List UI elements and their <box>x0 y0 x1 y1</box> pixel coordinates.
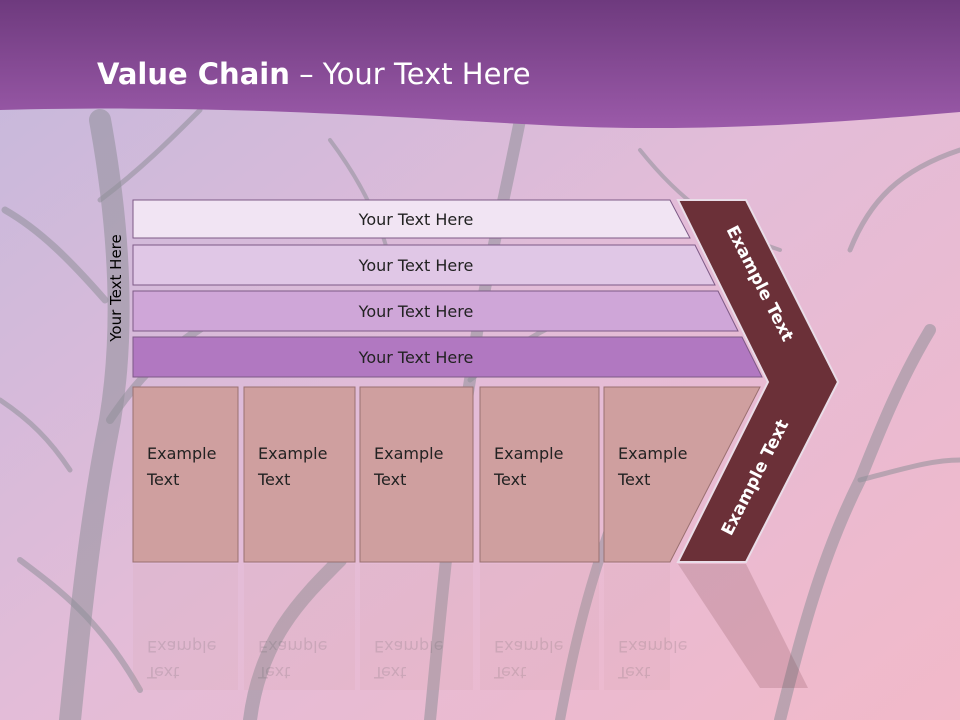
row-bar <box>132 199 691 239</box>
box-reflection <box>244 564 355 690</box>
row-bar <box>132 244 716 286</box>
box-reflection-line1: Example <box>374 637 443 656</box>
row-label: Your Text Here <box>358 348 474 367</box>
box-reflection-line2: Text <box>617 663 650 682</box>
box-reflection <box>604 564 670 690</box>
row-label: Your Text Here <box>358 256 474 275</box>
box-reflection <box>480 564 599 690</box>
box-label-line2: Text <box>257 470 290 489</box>
box-label-line1: Example <box>258 444 327 463</box>
box-label-line2: Text <box>146 470 179 489</box>
slide-title: Value Chain – Your Text Here <box>97 54 531 94</box>
row-bar <box>132 336 763 378</box>
activity-box <box>603 386 761 563</box>
box-reflection <box>133 564 238 690</box>
box-reflection-line1: Example <box>494 637 563 656</box>
row-label: Your Text Here <box>358 302 474 321</box>
box-label-line1: Example <box>147 444 216 463</box>
box-label-line1: Example <box>374 444 443 463</box>
row-label: Your Text Here <box>358 210 474 229</box>
box-reflection-line1: Example <box>147 637 216 656</box>
box-label-line2: Text <box>493 470 526 489</box>
box-reflection-line2: Text <box>493 663 526 682</box>
title-bold: Value Chain <box>97 57 290 91</box>
box-label-line1: Example <box>494 444 563 463</box>
title-rest: – Your Text Here <box>289 57 531 91</box>
box-label-line1: Example <box>618 444 687 463</box>
box-reflection <box>360 564 473 690</box>
activity-box <box>132 386 239 563</box>
box-label-line2: Text <box>373 470 406 489</box>
box-label-line2: Text <box>617 470 650 489</box>
activity-box <box>359 386 474 563</box>
box-reflection-line2: Text <box>373 663 406 682</box>
row-bar <box>132 290 739 332</box>
box-reflection-line1: Example <box>618 637 687 656</box>
box-reflection-line2: Text <box>146 663 179 682</box>
chevron: Example Text Example Text <box>676 199 840 688</box>
chevron-reflection <box>678 564 808 688</box>
tree-silhouette <box>0 107 960 720</box>
box-reflection-line2: Text <box>257 663 290 682</box>
chevron-shape <box>676 199 840 563</box>
activity-box <box>243 386 356 563</box>
header-band <box>0 0 960 129</box>
box-reflection-line1: Example <box>258 637 327 656</box>
activity-box <box>479 386 600 563</box>
